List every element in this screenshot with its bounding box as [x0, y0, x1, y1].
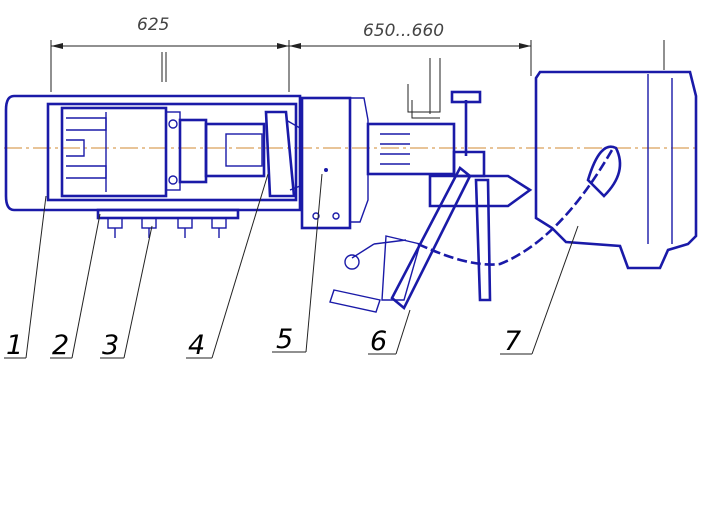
dimension-label-625: 625 — [137, 15, 169, 35]
bolts-part-3 — [96, 208, 240, 238]
housing-part-1 — [4, 94, 302, 212]
wedge-part-4 — [264, 110, 301, 198]
callout-label-3: 3 — [102, 330, 119, 361]
callout-leaders — [4, 173, 579, 359]
tractor-housing-part-7 — [534, 40, 698, 270]
shaft — [366, 122, 533, 208]
flange-part-5 — [300, 96, 369, 230]
callout-label-2: 2 — [52, 330, 69, 361]
callout-label-4: 4 — [188, 330, 205, 361]
callout-label-6: 6 — [370, 326, 387, 357]
dimension-650-660: 650...660 — [289, 21, 532, 76]
lever-part-6 — [329, 90, 492, 313]
dimension-label-650-660: 650...660 — [363, 21, 444, 41]
callout-label-7: 7 — [504, 326, 521, 357]
callout-label-5: 5 — [276, 324, 293, 355]
piston-assembly-part-2 — [165, 111, 266, 191]
upper-bracket — [407, 58, 441, 119]
safety-chain — [417, 145, 622, 266]
dimension-625: 625 — [50, 15, 290, 92]
callout-label-1: 1 — [6, 330, 23, 361]
